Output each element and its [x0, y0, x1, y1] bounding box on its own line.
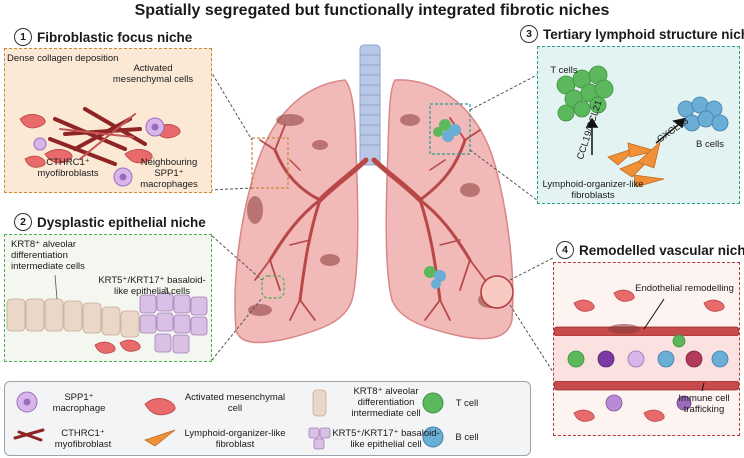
niche-2-number: 2 — [14, 213, 32, 231]
activated-cells-label: Activated mesenchymal cells — [112, 63, 194, 85]
cthrc1-label: CTHRC1⁺ myofibroblasts — [37, 157, 99, 179]
lof-label: Lymphoid-organizer-like fibroblasts — [542, 179, 644, 201]
fibroblastic-focus-art — [19, 107, 181, 187]
lumen-cells — [567, 334, 729, 412]
tertiary-lymphoid-panel: T cells B cells CCL19/CCL21 CXCL13 Lymph… — [537, 46, 740, 204]
trachea — [359, 44, 381, 166]
dysplastic-epithelial-art — [6, 274, 208, 354]
t-cell-icon — [422, 392, 444, 414]
niche-3-title: Tertiary lymphoid structure niche — [543, 26, 744, 42]
lung-lymphoid-cluster — [424, 119, 461, 289]
legend-lof-label: Lymphoid-organizer-like fibroblast — [184, 428, 286, 450]
niche-1-header: 1 Fibroblastic focus niche — [14, 28, 192, 46]
legend-b-cell-label: B cell — [455, 432, 479, 443]
b-cell-cluster — [677, 96, 729, 132]
niche-1-marker — [251, 137, 289, 189]
myofibroblast-icon — [13, 428, 45, 442]
spp1-label: Neighbouring SPP1⁺ macrophages — [140, 157, 198, 190]
t-cell-cluster — [556, 65, 614, 122]
figure-title: Spatially segregated but functionally in… — [134, 2, 610, 19]
legend-t-cell-label: T cell — [455, 398, 479, 409]
endothelial-label: Endothelial remodelling — [635, 283, 734, 294]
niche-4-title: Remodelled vascular niche — [579, 242, 744, 258]
niche-2-title: Dysplastic epithelial niche — [37, 214, 206, 230]
lymphoid-organizer-fibroblast-icon — [144, 429, 176, 447]
tertiary-lymphoid-art — [556, 65, 729, 188]
immune-trafficking-label: Immune cell trafficking — [678, 393, 730, 415]
legend-macrophage-label: SPP1⁺ macrophage — [52, 392, 106, 414]
legend-krt8-label: KRT8⁺ alveolar differentiation intermedi… — [351, 386, 421, 419]
niche-3-header: 3 Tertiary lymphoid structure niche — [520, 25, 744, 43]
krt5-label: KRT5⁺/KRT17⁺ basaloid-like epithelial ce… — [98, 275, 206, 297]
dysplastic-epithelial-panel: KRT8⁺ alveolar differentiation intermedi… — [4, 234, 212, 362]
bronchial-tree — [254, 117, 486, 321]
basaloid-cell-icon — [308, 427, 331, 450]
legend-basaloid-label: KRT5⁺/KRT17⁺ basaloid-like epithelial ce… — [332, 428, 440, 450]
macrophage-icon — [16, 391, 38, 413]
krt8-cell-icon — [312, 389, 327, 417]
legend-mesenchymal-label: Activated mesenchymal cell — [184, 392, 286, 414]
b-cell-icon — [422, 426, 444, 448]
niche-3-marker — [429, 103, 471, 155]
remodelled-vascular-art — [554, 289, 739, 422]
legend-icons — [13, 389, 444, 450]
niche-1-number: 1 — [14, 28, 32, 46]
connector-lines — [209, 69, 554, 373]
remodelled-vascular-panel: Endothelial remodelling Immune cell traf… — [553, 262, 740, 436]
krt8-label: KRT8⁺ alveolar differentiation intermedi… — [11, 239, 85, 272]
mesenchymal-cell-icon — [144, 398, 176, 416]
niche-1-title: Fibroblastic focus niche — [37, 29, 193, 45]
niche-2-marker — [261, 275, 285, 299]
organizer-fibroblasts — [607, 140, 665, 188]
niche-4-header: 4 Remodelled vascular niche — [556, 241, 744, 259]
legend: SPP1⁺ macrophage Activated mesenchymal c… — [4, 381, 531, 456]
niche-2-header: 2 Dysplastic epithelial niche — [14, 213, 206, 231]
t-cells-label: T cells — [550, 65, 578, 76]
collagen-label: Dense collagen deposition — [7, 53, 119, 64]
b-cells-label: B cells — [696, 139, 724, 150]
fibroblastic-focus-panel: Dense collagen deposition Activated mese… — [4, 48, 212, 193]
vessel-lumen — [554, 336, 739, 381]
fibrotic-patches — [247, 114, 502, 316]
legend-myofibroblast-label: CTHRC1⁺ myofibroblast — [54, 428, 112, 450]
niche-4-number: 4 — [556, 241, 574, 259]
niche-4-marker — [480, 275, 514, 309]
niche-3-number: 3 — [520, 25, 538, 43]
